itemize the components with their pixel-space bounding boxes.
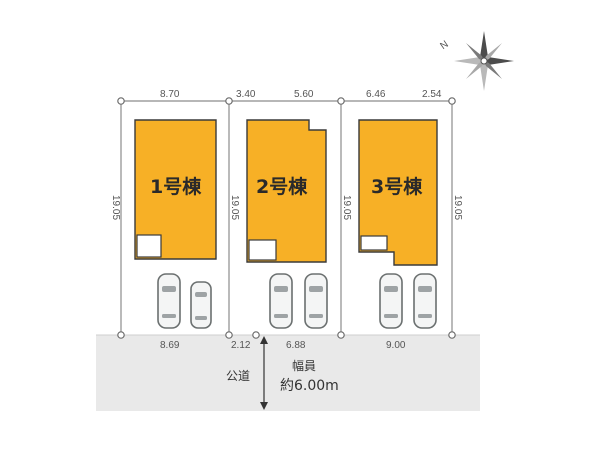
dim-side-lot3-left: 19.05	[341, 195, 352, 220]
dim-bottom-lot2-a: 2.12	[231, 340, 251, 351]
dim-top-lot3-b: 2.54	[422, 89, 442, 100]
dim-top-lot2-a: 3.40	[236, 89, 256, 100]
car-icon	[157, 273, 181, 329]
north-label: N	[438, 39, 450, 52]
dim-bottom-lot2-b: 6.88	[286, 340, 306, 351]
dim-bottom-lot1: 8.69	[160, 340, 180, 351]
dim-top-lot1: 8.70	[160, 89, 180, 100]
dim-bottom-lot3: 9.00	[386, 340, 406, 351]
building-2	[246, 119, 327, 263]
car-icon	[379, 273, 403, 329]
dim-top-lot2-b: 5.60	[294, 89, 314, 100]
dim-side-lot1: 19.05	[110, 195, 121, 220]
car-icon	[190, 281, 212, 329]
car-icon	[269, 273, 293, 329]
car-icon	[413, 273, 437, 329]
dim-side-lot2: 19.05	[229, 195, 240, 220]
building-3	[358, 119, 438, 266]
road-width-title: 幅員	[292, 358, 316, 373]
road-label: 公道	[226, 369, 250, 383]
building-1-label: 1号棟	[150, 175, 202, 198]
building-1	[134, 119, 217, 260]
compass-rose-icon	[454, 31, 514, 91]
dim-side-lot3-right: 19.05	[452, 195, 463, 220]
dim-top-lot3-a: 6.46	[366, 89, 386, 100]
car-icon	[304, 273, 328, 329]
road-width-arrow	[260, 336, 268, 410]
building-3-label: 3号棟	[371, 175, 423, 198]
building-2-label: 2号棟	[256, 175, 308, 198]
road-area	[96, 335, 480, 411]
lot-corner-nodes	[117, 97, 456, 339]
road-width-value: 約6.00m	[280, 378, 339, 394]
lot-boundaries	[120, 100, 453, 335]
